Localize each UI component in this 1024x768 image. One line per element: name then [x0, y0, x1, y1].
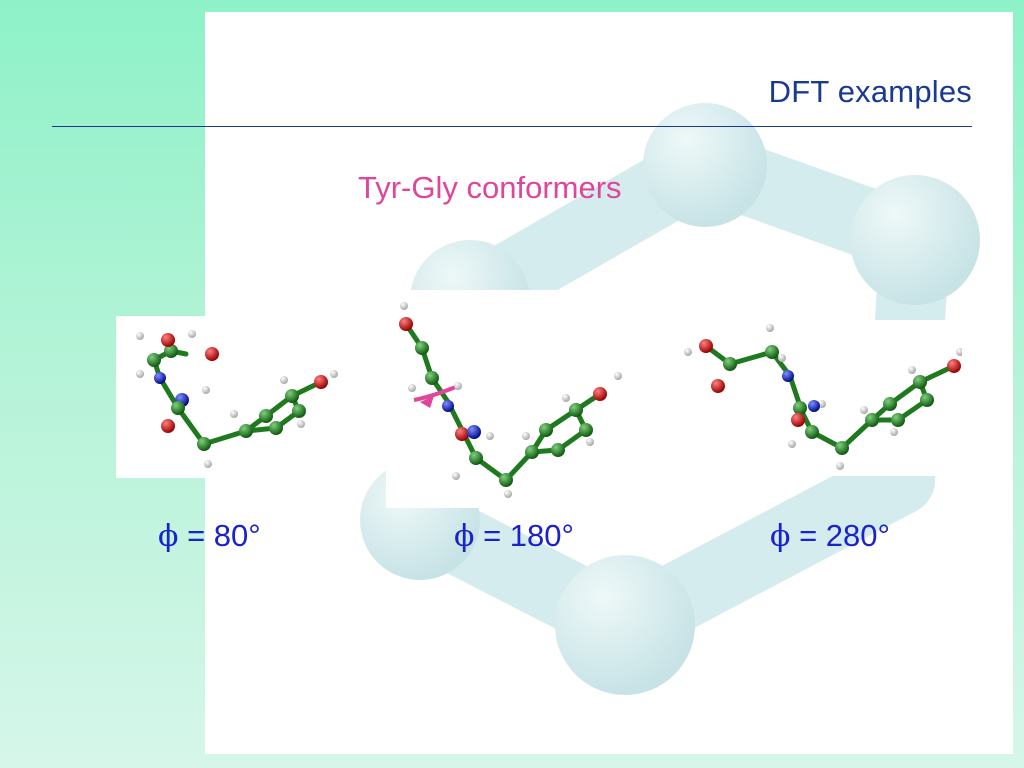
molecule-image-phi-280 [672, 320, 962, 476]
phi-label-180: ϕ = 180° [454, 518, 574, 554]
slide-title: DFT examples [768, 74, 972, 109]
bg-atom [850, 175, 980, 305]
phi-value: = 280° [790, 518, 890, 553]
molecule-image-phi-80 [116, 316, 364, 478]
title-divider [52, 126, 972, 127]
phi-value: = 180° [474, 518, 574, 553]
phi-label-280: ϕ = 280° [770, 518, 890, 554]
slide-subtitle: Tyr-Gly conformers [358, 170, 622, 205]
molecule-image-phi-180 [386, 290, 656, 508]
phi-label-80: ϕ = 80° [158, 518, 261, 554]
phi-symbol: ϕ [158, 519, 179, 554]
phi-symbol: ϕ [770, 519, 791, 554]
phi-value: = 80° [178, 518, 261, 553]
phi-symbol: ϕ [454, 519, 475, 554]
bg-atom [643, 103, 767, 227]
bg-atom [555, 555, 695, 695]
